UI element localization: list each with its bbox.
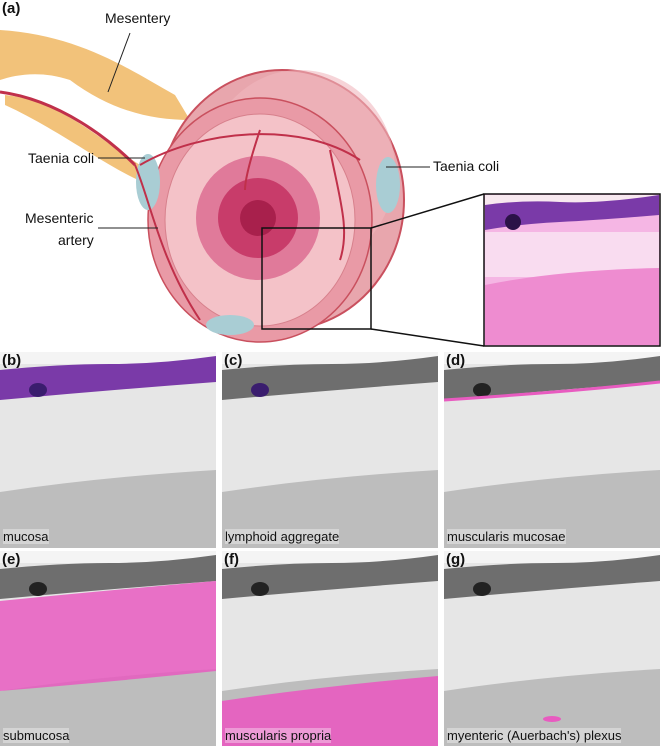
panel-letter: (d) [446,352,466,369]
highlight-muscularis-propria [222,676,438,746]
taenia-coli-right [376,157,400,213]
histology-panel: (b) mucosa [0,352,216,548]
highlight-submucosa [0,581,216,691]
highlight-myenteric-plexus [543,716,561,722]
label-mesentery: Mesentery [105,10,171,26]
panel-caption: lymphoid aggregate [225,529,340,544]
histology-panel: (e) submucosa [0,551,216,746]
zoom-box [261,227,372,330]
mesentery-shape [0,30,190,120]
mucosal-folds [196,156,320,280]
label-mesenteric-artery-line1: Mesenteric [25,210,94,226]
histology-inset [483,193,661,347]
histology-panel: (c) lymphoid aggregate [222,352,438,548]
histology-image [222,352,438,548]
highlight-muscularis-mucosae [444,380,660,402]
histology-image [0,551,216,746]
label-taenia-coli-left: Taenia coli [28,150,95,166]
panel-letter: (e) [2,551,21,568]
histology-panel: (f) muscularis propria [222,551,438,746]
label-taenia-coli-right: Taenia coli [433,158,500,174]
histology-image [0,352,216,548]
panel-letter: (f) [224,551,239,568]
histology-panel: (d) muscularis mucosae [444,352,660,548]
colon-cross-section-illustration [0,30,661,347]
histology-image [444,352,660,548]
panel-caption: submucosa [3,728,70,743]
label-mesenteric-artery-line2: artery [58,232,94,248]
panel-letter: (c) [224,352,243,369]
panel-letter: (b) [2,352,22,369]
panel-caption: muscularis mucosae [447,529,566,544]
artery-line [0,90,137,167]
histology-image [444,551,660,746]
panel-caption: muscularis propria [225,728,332,743]
histology-panel: (g) myenteric (Auerbach's) plexus [444,551,660,746]
panel-letter: (g) [446,551,466,568]
panel-a-letter: (a) [2,0,21,17]
histology-image [222,551,438,746]
panel-caption: myenteric (Auerbach's) plexus [447,728,622,743]
panel-caption: mucosa [3,529,49,544]
taenia-coli-left [136,154,160,210]
